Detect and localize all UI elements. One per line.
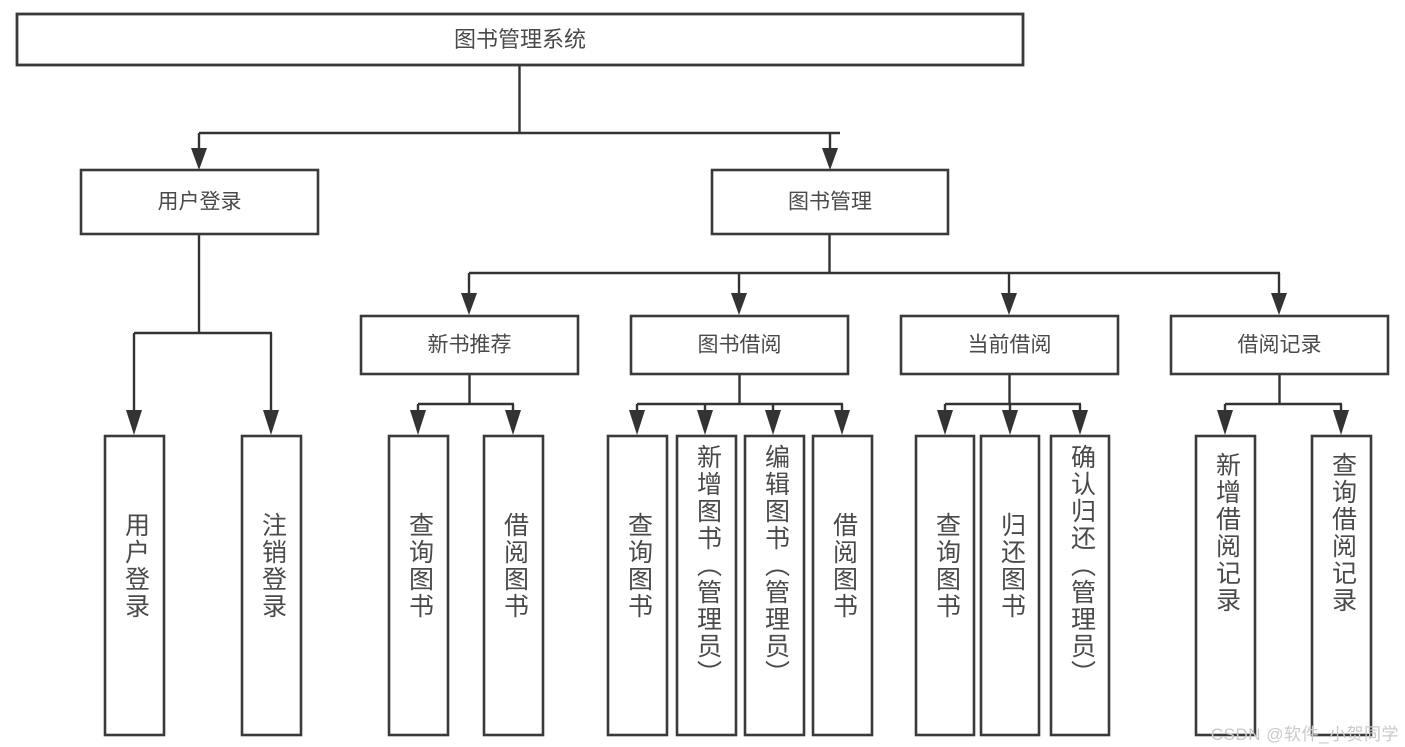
node-book-manage[interactable] bbox=[710, 168, 950, 236]
node-new-book-recommend-label: 新书推荐 bbox=[428, 334, 512, 357]
arrowhead-leaf-borrow-book-2 bbox=[834, 410, 850, 435]
arrowhead-leaf-add-book bbox=[697, 410, 713, 435]
node-book-borrow[interactable] bbox=[629, 314, 850, 376]
node-leaf-user-login[interactable] bbox=[103, 434, 166, 737]
node-root-label: 图书管理系统 bbox=[454, 27, 586, 52]
node-root[interactable] bbox=[15, 12, 1025, 67]
node-leaf-query-record[interactable] bbox=[1310, 434, 1373, 737]
node-leaf-add-book[interactable] bbox=[675, 434, 738, 737]
node-user-login[interactable] bbox=[79, 168, 320, 236]
node-leaf-confirm-return[interactable] bbox=[1049, 434, 1111, 737]
arrowhead-leaf-user-logout bbox=[263, 410, 279, 435]
node-current-borrow[interactable] bbox=[899, 314, 1120, 376]
arrowhead-current-borrow bbox=[1001, 293, 1017, 315]
node-leaf-edit-book[interactable] bbox=[743, 434, 806, 737]
arrowhead-leaf-query-record bbox=[1333, 410, 1349, 435]
arrowhead-new-book-recommend bbox=[461, 293, 477, 315]
node-book-borrow-label: 图书借阅 bbox=[698, 334, 782, 357]
node-new-book-recommend[interactable] bbox=[359, 314, 580, 376]
node-leaf-query-book-3[interactable] bbox=[914, 434, 976, 737]
arrowhead-leaf-edit-book bbox=[765, 410, 781, 435]
node-leaf-add-record[interactable] bbox=[1194, 434, 1257, 737]
arrowhead-book-borrow bbox=[731, 293, 747, 315]
node-current-borrow-label: 当前借阅 bbox=[968, 334, 1052, 357]
node-leaf-return-book[interactable] bbox=[979, 434, 1041, 737]
node-leaf-query-book-2[interactable] bbox=[606, 434, 669, 737]
arrowhead-user-login bbox=[191, 148, 207, 170]
arrowhead-leaf-borrow-book-1 bbox=[505, 410, 521, 435]
arrowhead-book-manage bbox=[822, 148, 838, 170]
node-leaf-borrow-book-2[interactable] bbox=[811, 434, 874, 737]
arrowhead-leaf-query-book-1 bbox=[410, 410, 426, 435]
arrowhead-leaf-confirm-return bbox=[1072, 410, 1088, 435]
node-leaf-query-book-1[interactable] bbox=[387, 434, 450, 737]
node-book-manage-label: 图书管理 bbox=[788, 191, 872, 214]
node-borrow-record[interactable] bbox=[1169, 314, 1390, 376]
node-leaf-borrow-book-1[interactable] bbox=[482, 434, 545, 737]
node-borrow-record-label: 借阅记录 bbox=[1238, 334, 1322, 357]
arrowhead-leaf-return-book bbox=[1002, 410, 1018, 435]
node-user-login-label: 用户登录 bbox=[158, 191, 242, 214]
arrowhead-leaf-query-book-3 bbox=[937, 410, 953, 435]
arrowhead-leaf-user-login bbox=[126, 410, 142, 435]
arrowhead-leaf-add-record bbox=[1217, 410, 1233, 435]
csdn-watermark: CSDN @软件_小贺同学 bbox=[1210, 725, 1399, 744]
node-leaf-user-logout[interactable] bbox=[240, 434, 303, 737]
arrowhead-borrow-record bbox=[1271, 293, 1287, 315]
arrowhead-leaf-query-book-2 bbox=[629, 410, 645, 435]
